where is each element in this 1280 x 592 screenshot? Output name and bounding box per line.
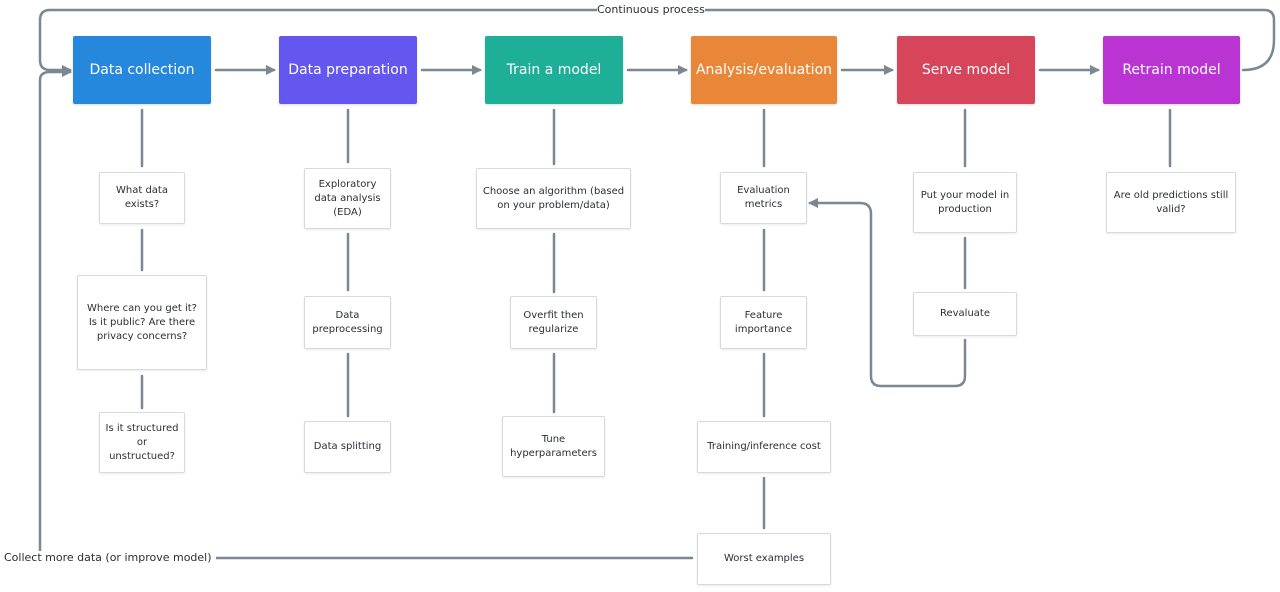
stage-data-collection[interactable]: Data collection	[73, 36, 211, 104]
card-tune-hyperparameters[interactable]: Tune hyperparameters	[502, 416, 605, 477]
card-worst-examples[interactable]: Worst examples	[697, 533, 831, 585]
card-data-splitting[interactable]: Data splitting	[304, 421, 391, 473]
arrow-revaluate-to-metrics	[808, 198, 967, 388]
card-revaluate[interactable]: Revaluate	[913, 292, 1017, 336]
card-old-predictions[interactable]: Are old predictions still valid?	[1106, 172, 1236, 233]
card-feature-importance[interactable]: Feature importance	[720, 296, 807, 349]
continuous-process-label: Continuous process	[597, 3, 705, 17]
stage-train-model[interactable]: Train a model	[485, 36, 623, 104]
card-eda[interactable]: Exploratory data analysis (EDA)	[304, 168, 391, 229]
feedback-label: Collect more data (or improve model)	[4, 551, 216, 565]
card-overfit[interactable]: Overfit then regularize	[510, 296, 597, 349]
stage-analysis-evaluation[interactable]: Analysis/evaluation	[691, 36, 837, 104]
card-what-data-exists[interactable]: What data exists?	[99, 172, 185, 224]
card-where-get-it[interactable]: Where can you get it? Is it public? Are …	[77, 275, 207, 370]
card-training-inference-cost[interactable]: Training/inference cost	[697, 421, 831, 473]
stage-data-preparation[interactable]: Data preparation	[279, 36, 417, 104]
card-data-preprocessing[interactable]: Data preprocessing	[304, 296, 391, 349]
card-structured[interactable]: Is it structured or unstructued?	[99, 412, 185, 473]
card-choose-algorithm[interactable]: Choose an algorithm (based on your probl…	[476, 168, 631, 229]
card-put-in-production[interactable]: Put your model in production	[913, 172, 1017, 233]
card-evaluation-metrics[interactable]: Evaluation metrics	[720, 172, 807, 224]
stage-serve-model[interactable]: Serve model	[897, 36, 1035, 104]
continuous-process-loop	[38, 8, 1276, 75]
stage-retrain-model[interactable]: Retrain model	[1103, 36, 1240, 104]
